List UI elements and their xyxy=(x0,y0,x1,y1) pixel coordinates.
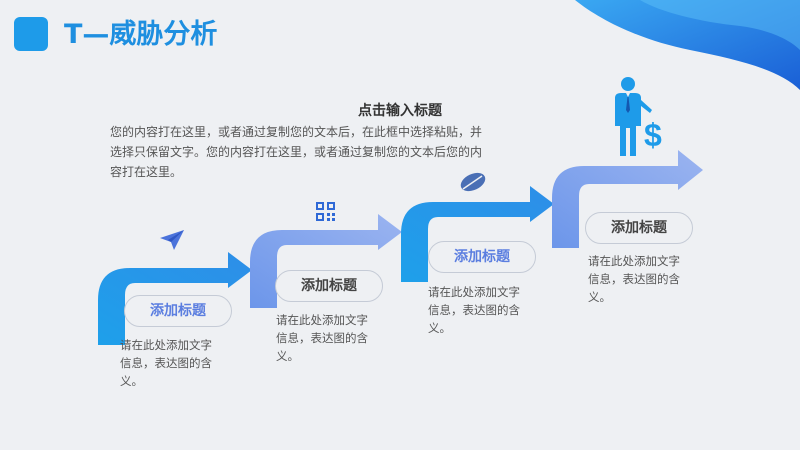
step-3-desc: 请在此处添加文字信息，表达图的含义。 xyxy=(428,285,520,335)
step-4-desc: 请在此处添加文字信息，表达图的含义。 xyxy=(588,254,680,304)
step-4-title: 添加标题 xyxy=(585,212,693,244)
svg-text:$: $ xyxy=(644,117,662,153)
step-arrow-4 xyxy=(552,150,703,248)
businessman-dollar-icon: $ xyxy=(615,77,662,156)
qr-code-icon xyxy=(316,202,335,221)
step-3-title: 添加标题 xyxy=(428,241,536,273)
step-2-desc: 请在此处添加文字信息，表达图的含义。 xyxy=(276,313,368,363)
step-arrow-2 xyxy=(250,214,402,308)
leaf-icon xyxy=(460,172,486,192)
title-accent-square xyxy=(14,17,48,51)
paper-plane-icon xyxy=(160,230,184,250)
page-title: T—威胁分析 xyxy=(64,19,218,50)
step-1-desc: 请在此处添加文字信息，表达图的含义。 xyxy=(120,338,212,388)
top-right-wave-highlight xyxy=(640,0,800,50)
intro-body: 您的内容打在这里，或者通过复制您的文本后，在此框中选择粘贴，并选择只保留文字。您… xyxy=(110,125,483,179)
step-arrow-3 xyxy=(401,186,554,282)
step-2-title: 添加标题 xyxy=(275,270,383,302)
intro-heading: 点击输入标题 xyxy=(358,103,442,119)
step-arrow-1 xyxy=(98,252,252,345)
step-1-title: 添加标题 xyxy=(124,295,232,327)
